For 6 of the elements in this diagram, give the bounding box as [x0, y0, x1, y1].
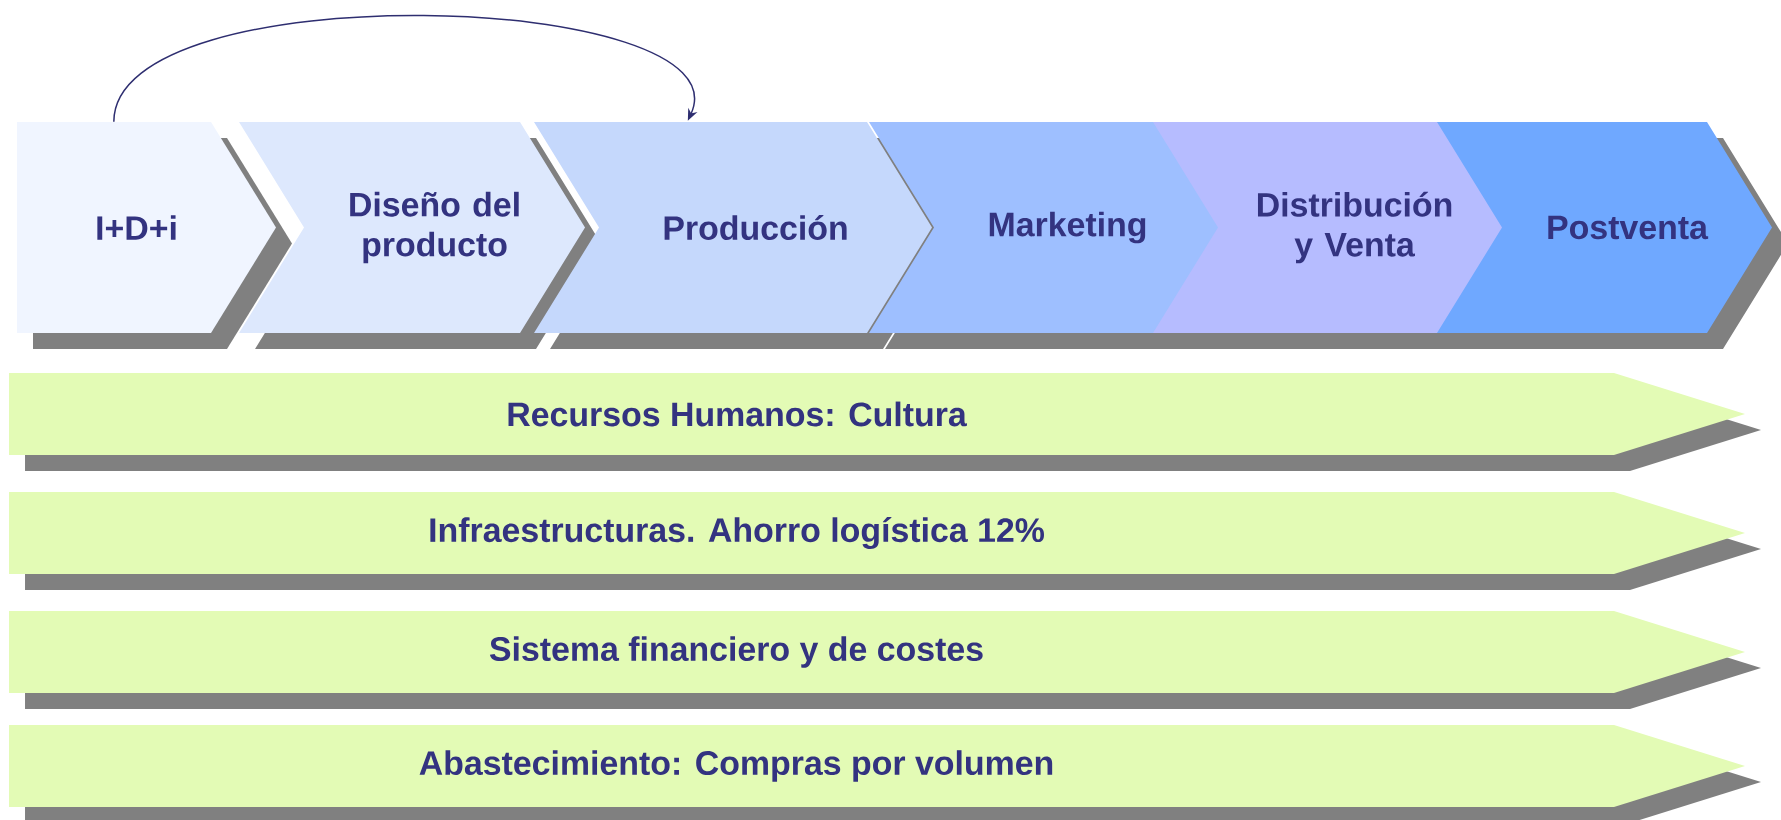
support-band: Abastecimiento: Compras por volumen	[9, 725, 1761, 820]
support-band: Sistema financiero y de costes	[9, 611, 1761, 709]
support-band: Recursos Humanos: Cultura	[9, 373, 1761, 471]
process-step-box: I+D+i	[17, 122, 292, 349]
support-band: Infraestructuras. Ahorro logística 12%	[9, 492, 1761, 590]
curved-arrow	[113, 14, 698, 123]
